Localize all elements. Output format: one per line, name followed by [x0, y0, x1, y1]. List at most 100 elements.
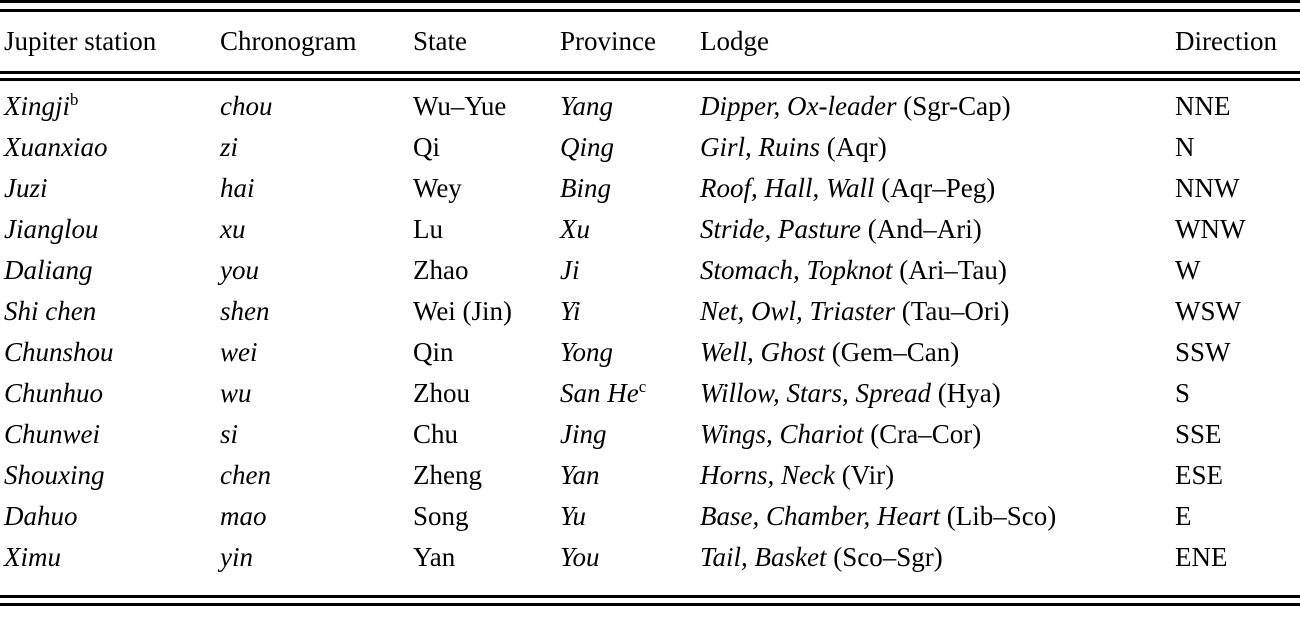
cell-chronogram: hai — [220, 173, 255, 203]
cell-chronogram: wu — [220, 378, 252, 408]
cell-lodge: Net, Owl, Triaster (Tau–Ori) — [700, 298, 1175, 339]
cell-chronogram: chen — [220, 460, 271, 490]
cell-lodge: Wings, Chariot (Cra–Cor) — [700, 421, 1175, 462]
table-header: Jupiter station Chronogram State Provinc… — [0, 0, 1300, 81]
cell-lodge: Dipper, Ox-leader (Sgr-Cap) — [700, 81, 1175, 134]
jupiter-station-table: Jupiter station Chronogram State Provinc… — [0, 0, 1300, 606]
province-name: You — [560, 542, 600, 572]
lodge-constellation-abbr: (Sco–Sgr) — [833, 542, 943, 572]
cell-state: Wu–Yue — [413, 91, 507, 121]
lodge-names: Dipper, Ox-leader — [700, 91, 897, 121]
cell-province: San Hec — [560, 377, 700, 421]
cell-station: Chunhuo — [0, 380, 220, 421]
cell-province: Yan — [560, 462, 700, 503]
lodge-constellation-abbr: (Hya) — [937, 378, 1001, 408]
cell-province: Ji — [560, 257, 700, 298]
cell-state: Song — [413, 501, 469, 531]
station-name: Daliang — [4, 255, 93, 285]
lodge-names: Net, Owl, Triaster — [700, 296, 896, 326]
lodge-constellation-abbr: (Tau–Ori) — [901, 296, 1010, 326]
cell-lodge: Willow, Stars, Spread (Hya) — [700, 380, 1175, 421]
lodge-constellation-abbr: (Ari–Tau) — [899, 255, 1007, 285]
station-name: Shi chen — [4, 296, 97, 326]
lodge-names: Roof, Hall, Wall — [700, 173, 875, 203]
station-name: Xuanxiao — [4, 132, 108, 162]
cell-station: Shi chen — [0, 298, 220, 339]
header-row: Jupiter station Chronogram State Provinc… — [0, 12, 1300, 71]
province-name: Yi — [560, 296, 581, 326]
cell-state: Lu — [413, 214, 443, 244]
lodge-constellation-abbr: (Sgr-Cap) — [903, 91, 1011, 121]
table-row: Chunwei si Chu Jing Wings, Chariot (Cra–Cor)… — [0, 421, 1300, 462]
cell-station: Daliang — [0, 257, 220, 298]
cell-lodge: Base, Chamber, Heart (Lib–Sco) — [700, 503, 1175, 544]
cell-state: Chu — [413, 419, 459, 449]
cell-lodge: Girl, Ruins (Aqr) — [700, 134, 1175, 175]
station-name: Chunwei — [4, 419, 101, 449]
cell-station: Juzi — [0, 175, 220, 216]
cell-station: Dahuo — [0, 503, 220, 544]
cell-state: Qin — [413, 337, 454, 367]
cell-province: Bing — [560, 175, 700, 216]
lodge-names: Stomach, Topknot — [700, 255, 893, 285]
cell-chronogram: you — [220, 255, 259, 285]
province-name: San He — [560, 378, 639, 408]
lodge-constellation-abbr: (Gem–Can) — [831, 337, 960, 367]
cell-direction: SSE — [1175, 419, 1222, 449]
lodge-names: Base, Chamber, Heart — [700, 501, 940, 531]
lodge-names: Girl, Ruins — [700, 132, 821, 162]
column-header-direction: Direction — [1175, 26, 1277, 56]
table-footer — [0, 595, 1300, 606]
cell-province: Yi — [560, 298, 700, 339]
cell-direction: NNW — [1175, 173, 1240, 203]
column-header-state: State — [413, 26, 467, 56]
cell-direction: SSW — [1175, 337, 1231, 367]
province-name: Yan — [560, 460, 600, 490]
cell-station: Chunshou — [0, 339, 220, 380]
cell-direction: ESE — [1175, 460, 1224, 490]
cell-state: Yan — [413, 542, 456, 572]
cell-station: Chunwei — [0, 421, 220, 462]
lodge-constellation-abbr: (Aqr–Peg) — [881, 173, 996, 203]
province-footnote-marker: c — [638, 377, 647, 396]
cell-chronogram: si — [220, 419, 239, 449]
cell-direction: WSW — [1175, 296, 1241, 326]
cell-direction: W — [1175, 255, 1201, 285]
cell-direction: S — [1175, 378, 1191, 408]
cell-province: Jing — [560, 421, 700, 462]
lodge-names: Horns, Neck — [700, 460, 835, 490]
lodge-constellation-abbr: (Cra–Cor) — [870, 419, 982, 449]
province-name: Yong — [560, 337, 614, 367]
bottom-rule — [0, 595, 1300, 606]
cell-province: Yang — [560, 81, 700, 134]
cell-state: Wei (Jin) — [413, 296, 513, 326]
cell-direction: WNW — [1175, 214, 1246, 244]
lodge-names: Wings, Chariot — [700, 419, 864, 449]
cell-direction: E — [1175, 501, 1192, 531]
cell-direction: NNE — [1175, 91, 1231, 121]
province-name: Ji — [560, 255, 580, 285]
cell-direction: ENE — [1175, 542, 1228, 572]
cell-lodge: Stride, Pasture (And–Ari) — [700, 216, 1175, 257]
station-name: Jianglou — [4, 214, 99, 244]
cell-province: Yu — [560, 503, 700, 544]
cell-chronogram: wei — [220, 337, 258, 367]
province-name: Jing — [560, 419, 607, 449]
station-name: Chunshou — [4, 337, 114, 367]
cell-chronogram: chou — [220, 91, 273, 121]
header-rule — [0, 71, 1300, 81]
lodge-names: Tail, Basket — [700, 542, 827, 572]
cell-province: You — [560, 544, 700, 595]
cell-lodge: Tail, Basket (Sco–Sgr) — [700, 544, 1175, 595]
cell-state: Zhou — [413, 378, 470, 408]
station-name: Juzi — [4, 173, 48, 203]
